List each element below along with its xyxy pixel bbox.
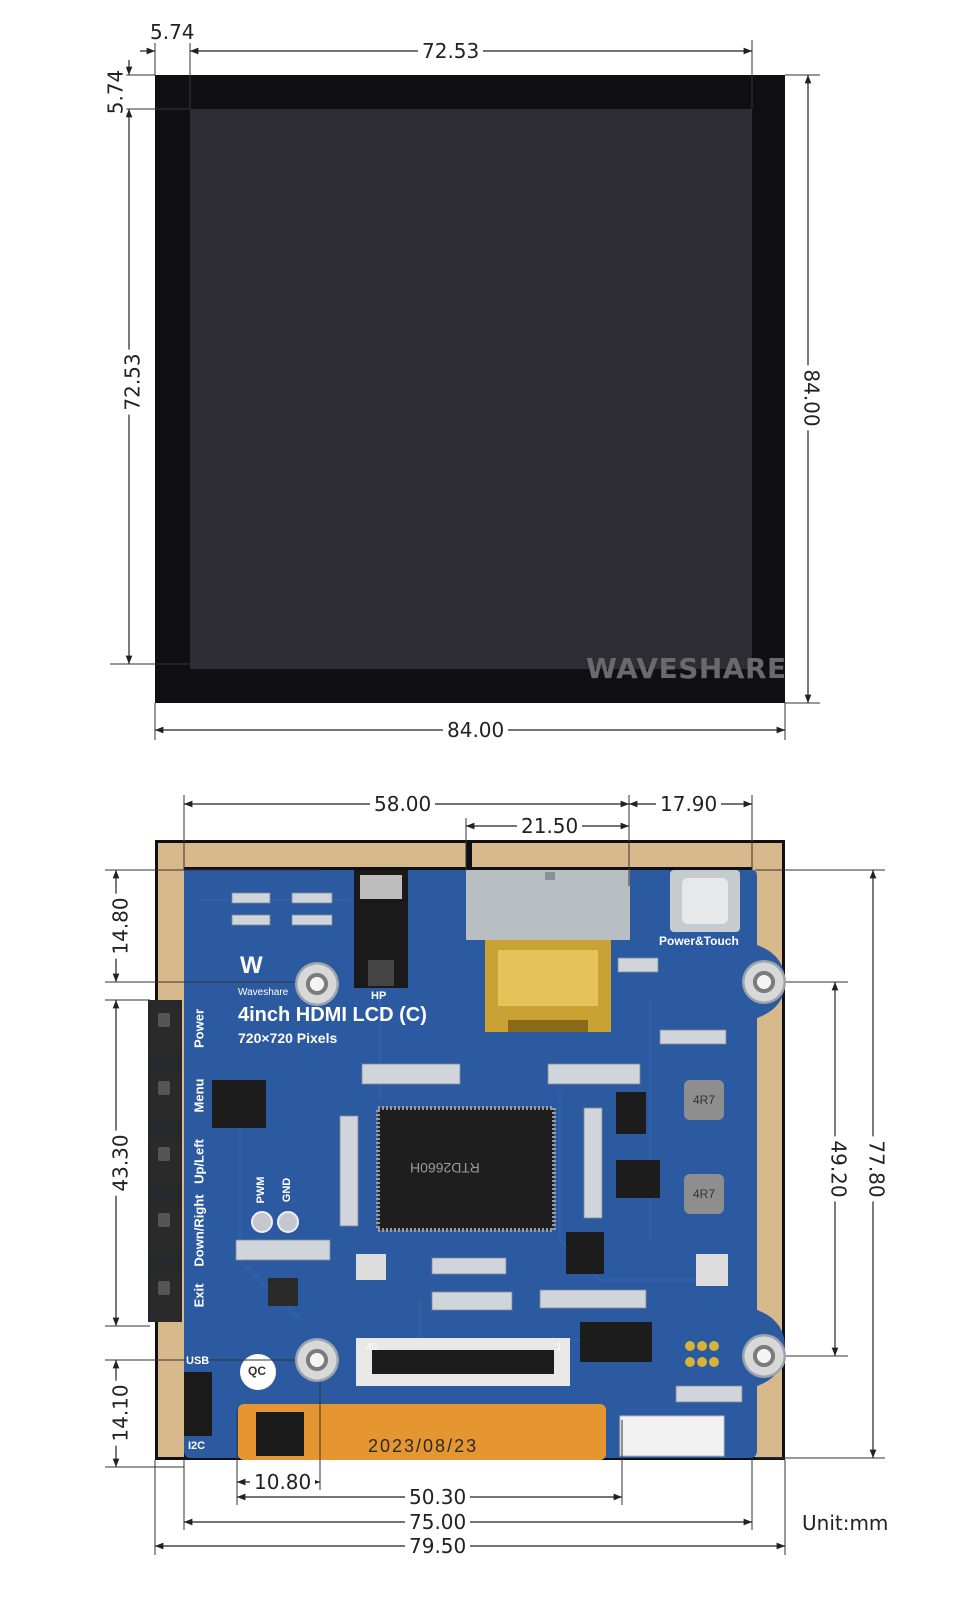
watermark-text: WAVESHARE (586, 652, 787, 685)
fpc-ribbon (238, 1404, 606, 1460)
fpc-date-text: 2023/08/23 (368, 1436, 479, 1456)
mounting-hole-bottom-right (742, 1334, 786, 1378)
mounting-hole-top-left (295, 962, 339, 1006)
pwm-label: PWM (255, 1176, 267, 1204)
top-view-drawing (110, 40, 820, 740)
i2c-label: I2C (188, 1440, 206, 1452)
dim-active-height: 72.53 (121, 349, 145, 415)
qc-text: QC (248, 1364, 266, 1378)
main-ic-text: RTD2660H (410, 1160, 480, 1176)
dim-board-height: 77.80 (865, 1136, 889, 1202)
mounting-hole-top-right (742, 960, 786, 1004)
inductor-1 (684, 1080, 724, 1120)
button-power[interactable] (150, 1004, 180, 1054)
pwm-pad (251, 1211, 273, 1233)
button-label-down-right: Down/Right (191, 1194, 207, 1267)
button-label-power: Power (191, 1009, 207, 1049)
bottom-view-drawing (105, 795, 885, 1555)
board-resolution: 720×720 Pixels (238, 1030, 338, 1046)
dim-outer-width: 84.00 (443, 719, 509, 741)
dim-holes-vertical: 49.20 (827, 1136, 851, 1202)
button-label-menu: Menu (191, 1078, 207, 1113)
hp-label: HP (371, 990, 387, 1002)
gnd-pad (277, 1211, 299, 1233)
main-ic (376, 1106, 556, 1232)
fpc-pin-left: 40 (366, 1342, 378, 1353)
dim-fpc-width: 50.30 (405, 1486, 471, 1508)
display-active-area (190, 109, 752, 669)
dim-hole-x: 10.80 (250, 1471, 316, 1493)
dim-board-width: 75.00 (405, 1511, 471, 1533)
gnd-label: GND (281, 1177, 293, 1203)
dim-top-hole: 14.80 (109, 893, 133, 959)
dim-border-left: 5.74 (146, 21, 199, 43)
dim-bottom-hole: 14.10 (109, 1380, 133, 1446)
dim-active-width: 72.53 (418, 40, 484, 62)
button-exit[interactable] (150, 1272, 180, 1322)
dim-usbc-right: 17.90 (656, 793, 722, 815)
usb-i2c-connector (184, 1372, 212, 1436)
brand-name: Waveshare (238, 987, 289, 998)
dim-outer-height: 84.00 (800, 365, 824, 431)
inductor-2-text: 4R7 (693, 1187, 716, 1201)
dim-hdmi-left: 58.00 (370, 793, 436, 815)
brand-logo-icon: W (240, 952, 263, 979)
inductor-1-text: 4R7 (693, 1093, 716, 1107)
dim-buttons-span: 43.30 (109, 1130, 133, 1196)
button-label-exit: Exit (191, 1283, 207, 1308)
usb-label: USB (186, 1355, 210, 1367)
button-up-left[interactable] (150, 1138, 180, 1188)
button-menu[interactable] (150, 1072, 180, 1122)
qc-sticker (240, 1354, 276, 1390)
inductor-2 (684, 1174, 724, 1214)
button-down-right[interactable] (150, 1204, 180, 1254)
board-title: 4inch HDMI LCD (C) (238, 1004, 427, 1026)
fpc-pin-right: 1 (556, 1342, 562, 1353)
mounting-hole-bottom-left (295, 1338, 339, 1382)
usbc-label: Power&Touch (659, 934, 739, 948)
unit-label: Unit:mm (802, 1511, 889, 1535)
dim-border-top: 5.74 (103, 65, 127, 119)
hdmi-shield (466, 870, 630, 940)
dim-hdmi-width: 21.50 (517, 815, 583, 837)
dim-outer-width-bottom: 79.50 (405, 1535, 471, 1557)
